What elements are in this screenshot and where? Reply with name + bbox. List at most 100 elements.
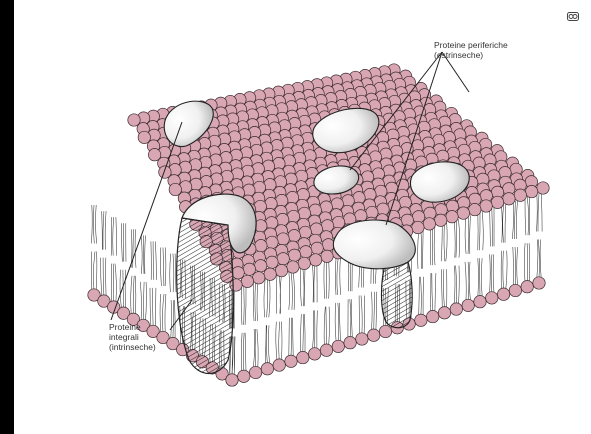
lipid-tail — [155, 241, 156, 280]
lipid-tail — [324, 260, 325, 299]
label-integral-line1: Proteine — [109, 322, 141, 332]
lipid-tail — [106, 258, 107, 297]
bottom-lipid-head — [521, 281, 533, 293]
lipid-tail — [153, 241, 154, 280]
lipid-tail — [352, 299, 353, 338]
lipid-tail — [116, 217, 117, 256]
lipid-tail — [313, 264, 314, 303]
lipid-tail — [442, 269, 443, 308]
lipid-tail — [492, 208, 493, 247]
lipid-tail — [465, 215, 466, 254]
lipid-tail — [529, 243, 530, 282]
lipid-tail — [434, 227, 435, 266]
lipid-tail — [280, 275, 281, 314]
bottom-lipid-head — [438, 307, 450, 319]
lipid-tail — [454, 219, 455, 258]
lipid-tail — [113, 264, 114, 303]
bottom-lipid-head — [368, 329, 380, 341]
lipid-tail — [170, 254, 171, 293]
lipid-tail — [503, 204, 504, 243]
lipid-tail — [135, 276, 136, 315]
bottom-lipid-head — [261, 363, 273, 375]
top-lipid-head — [287, 210, 299, 222]
lipid-tail — [435, 273, 436, 312]
top-lipid-head — [412, 221, 424, 233]
lipid-tail — [493, 254, 494, 293]
lipid-tail — [525, 197, 526, 236]
lipid-tail — [454, 266, 455, 305]
lipid-tail — [93, 205, 94, 244]
lipid-tail — [503, 251, 504, 290]
top-lipid-head — [299, 226, 311, 238]
lipid-tail — [173, 300, 174, 339]
lipid-tail — [102, 211, 103, 250]
top-lipid-head — [287, 261, 299, 273]
top-lipid-head — [253, 272, 265, 284]
bottom-lipid-head — [450, 303, 462, 315]
lipid-tail — [537, 193, 538, 232]
lipid-tail — [361, 296, 362, 335]
lipid-tail — [419, 277, 420, 316]
lipid-tail — [241, 286, 242, 325]
lipid-tail — [364, 296, 365, 335]
lipid-tail — [241, 333, 242, 372]
bottom-lipid-head — [427, 310, 439, 322]
bottom-lipid-head — [297, 351, 309, 363]
slide-canvas: Proteine periferiche (estrinseche) Prote… — [14, 0, 591, 434]
lipid-tail — [289, 271, 290, 310]
label-peripheral-line2: (estrinseche) — [434, 50, 483, 60]
top-lipid-head — [435, 214, 447, 226]
bottom-lipid-head — [356, 333, 368, 345]
bottom-lipid-head — [285, 355, 297, 367]
lipid-tail — [469, 262, 470, 301]
lipid-tail — [152, 288, 153, 327]
bottom-lipid-head — [509, 284, 521, 296]
lipid-tail — [171, 300, 172, 339]
top-lipid-head — [241, 275, 253, 287]
lipid-tail — [143, 235, 144, 274]
lipid-tail — [324, 307, 325, 346]
lipid-tail — [514, 201, 515, 240]
lipid-tail — [291, 271, 292, 310]
lipid-tail — [121, 223, 122, 262]
lipid-tail — [537, 240, 538, 279]
lipid-tail — [340, 303, 341, 342]
lipid-tail — [300, 268, 301, 307]
bottom-lipid-head — [320, 344, 332, 356]
lipid-tail — [513, 247, 514, 286]
lipid-tail — [155, 288, 156, 327]
lipid-tail — [123, 223, 124, 262]
lipid-tail — [482, 212, 483, 251]
lipid-tail — [303, 314, 304, 353]
lipid-tail — [161, 248, 162, 287]
lipid-tail — [515, 247, 516, 286]
lipid-tail — [481, 258, 482, 297]
bottom-lipid-head — [474, 296, 486, 308]
top-lipid-head — [309, 204, 321, 216]
lipid-tail — [133, 276, 134, 315]
lipid-tail — [313, 310, 314, 349]
lipid-tail — [105, 211, 106, 250]
top-lipid-head — [310, 223, 322, 235]
lipid-tail — [350, 299, 351, 338]
lipid-tail — [300, 314, 301, 353]
top-lipid-head — [332, 216, 344, 228]
lipid-tail — [293, 271, 294, 310]
lipid-tail — [289, 318, 290, 357]
lipid-tail — [304, 314, 305, 353]
lipid-tail — [540, 240, 541, 279]
lipid-tail — [491, 254, 492, 293]
top-lipid-head — [514, 189, 526, 201]
lipid-tail — [175, 300, 176, 339]
lipid-tail — [269, 279, 270, 318]
lipid-tail — [96, 205, 97, 244]
lipid-tail — [303, 268, 304, 307]
top-lipid-head — [457, 207, 469, 219]
lipid-tail — [257, 329, 258, 368]
bottom-lipid-head — [249, 366, 261, 378]
lipid-tail — [376, 292, 377, 331]
lipid-tail — [120, 270, 121, 309]
lipid-tail — [329, 307, 330, 346]
lipid-tail — [468, 262, 469, 301]
lipid-tail — [165, 248, 166, 287]
